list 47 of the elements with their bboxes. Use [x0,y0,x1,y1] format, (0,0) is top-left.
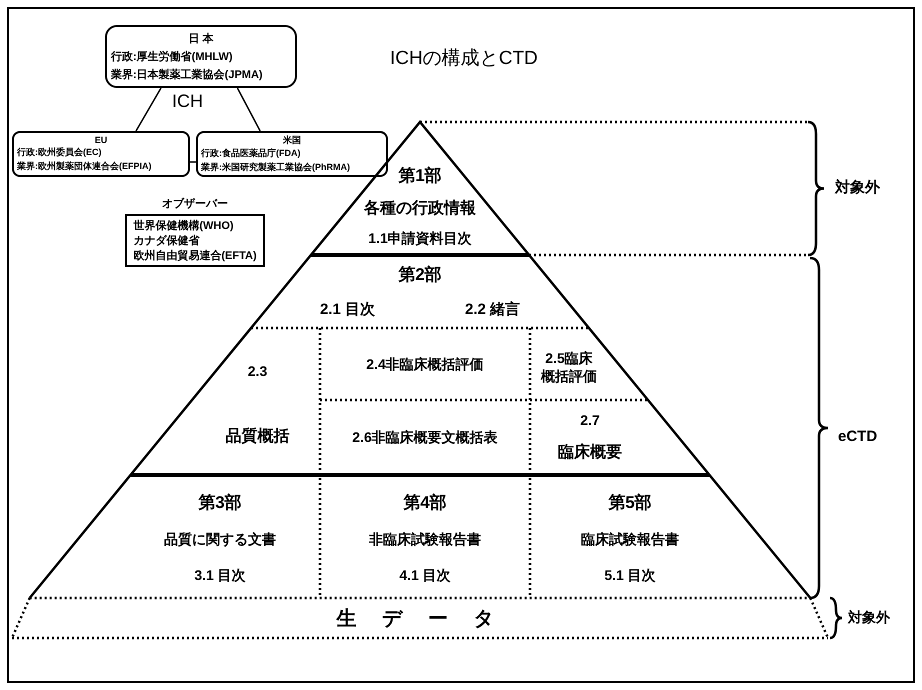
scope-label: 対象外 [835,178,880,197]
organization-box [105,25,297,88]
toc-text: 2.2 緒言 [465,300,520,319]
scope-label: 対象外 [848,609,890,627]
connector-line [135,88,162,132]
part-heading: 第4部 [403,492,447,514]
member-text: 欧州自由貿易連合(EFTA) [133,248,257,263]
member-text: 世界保健機構(WHO) [133,218,234,233]
member-text: 行政:厚生労働省(MHLW) [111,50,233,64]
connector-line [236,88,261,132]
toc-text: 2.1 目次 [320,300,375,319]
section-number: 2.3 [248,363,268,380]
country-heading: 日 本 [188,32,214,46]
section-title: 品質概括 [226,426,290,447]
part-title: 臨床試験報告書 [581,531,679,550]
part-heading: 第3部 [198,492,242,514]
organization-box [12,131,190,177]
part-title: 非臨床試験報告書 [369,531,481,550]
member-text: 行政:欧州委員会(EC) [17,146,102,159]
part-heading: 第5部 [608,492,652,514]
part-heading: 第1部 [398,164,442,186]
section-title: 2.5臨床概括評価 [540,350,598,386]
section-title: 2.6非臨床概要文概括表 [352,428,498,446]
scope-label: eCTD [838,428,878,445]
toc-text: 4.1 目次 [399,567,451,586]
section-number: 2.7 [580,412,600,428]
diagram-title: ICHの構成とCTD [390,47,538,71]
observer-heading: オブザーバー [162,196,228,211]
member-text: 業界:欧州製薬団体連合会(EFPIA) [17,160,152,174]
organization-box [196,131,388,177]
toc-text: 5.1 目次 [604,567,656,586]
member-text: 行政:食品医薬品庁(FDA) [201,147,300,160]
section-title: 2.4非臨床概括評価 [366,356,484,374]
organization-label: ICH [172,91,203,112]
country-heading: 米国 [283,134,301,148]
member-text: 業界:日本製薬工業協会(JPMA) [111,68,263,82]
toc-text: 3.1 目次 [194,567,246,586]
data-layer-label: 生 デ ー タ [336,606,504,632]
member-text: 業界:米国研究製薬工業協会(PhRMA) [201,160,350,174]
part-title: 各種の行政情報 [364,198,476,218]
part-title: 品質に関する文書 [164,531,276,550]
connector-line [190,161,196,163]
toc-text: 1.1申請資料目次 [368,230,472,248]
member-text: カナダ保健省 [133,234,200,248]
part-heading: 第2部 [398,264,442,286]
section-title: 臨床概要 [558,442,622,463]
region-heading: EU [94,134,108,145]
